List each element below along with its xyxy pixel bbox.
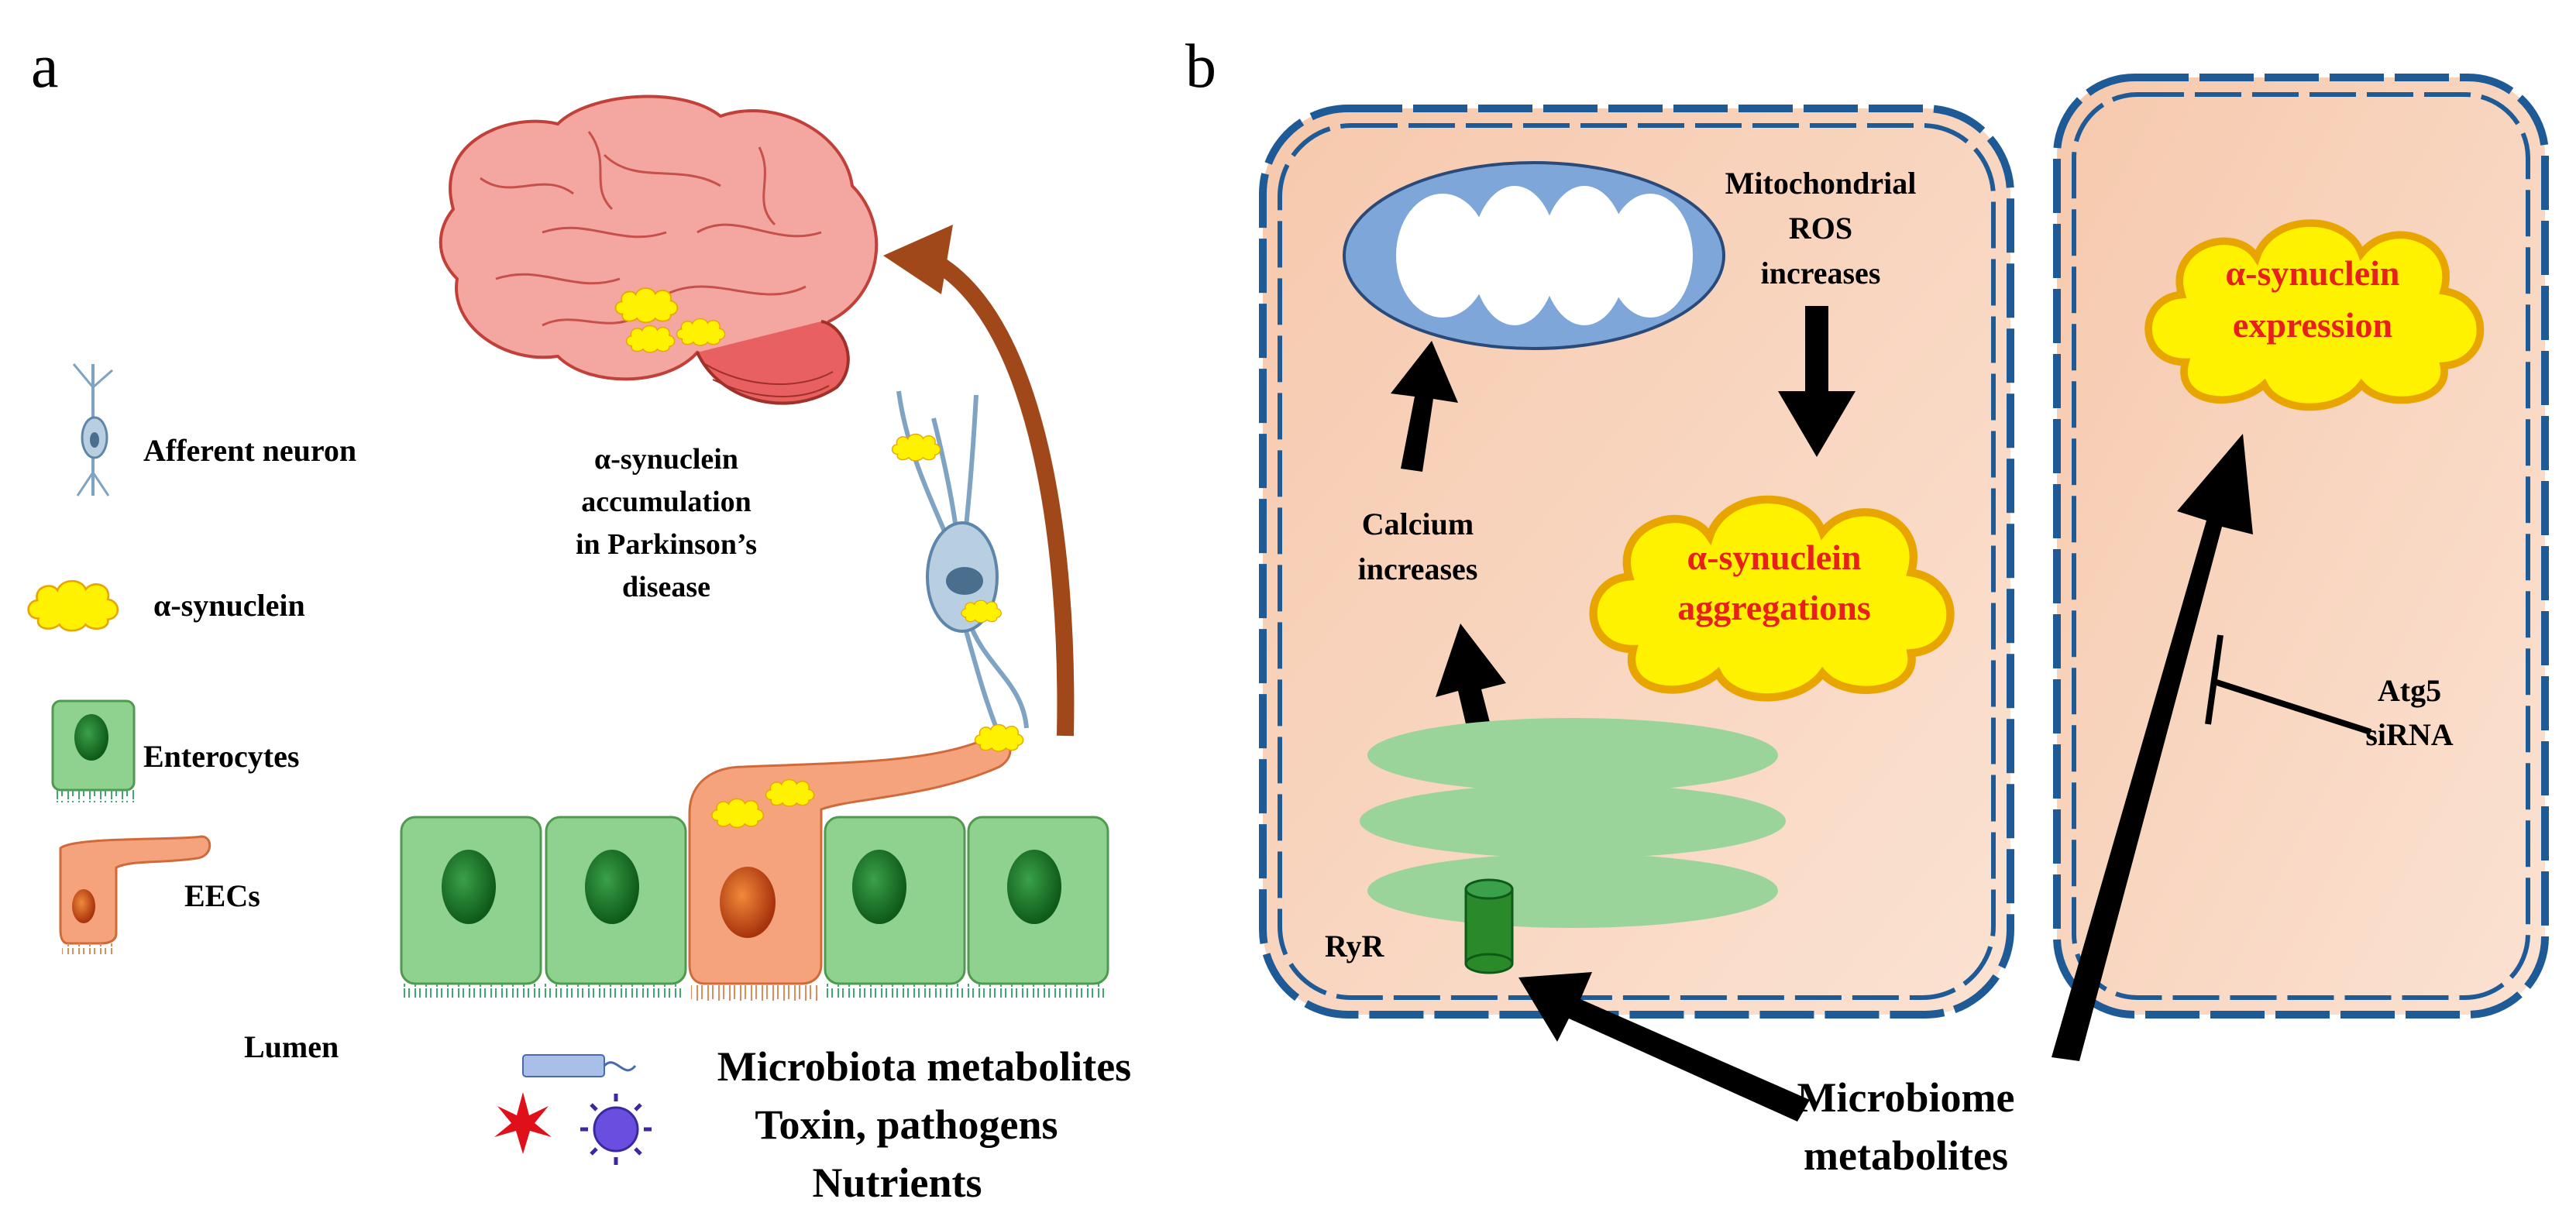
pathogen-icon (580, 1094, 652, 1165)
svg-text:Mitochondrial: Mitochondrial (1725, 166, 1917, 201)
calcium-to-mito-arrow (1391, 341, 1458, 472)
gut-brain-arrow (883, 225, 1075, 737)
svg-text:in Parkinson’s: in Parkinson’s (576, 528, 757, 561)
eec-legend-icon (59, 835, 212, 954)
synuclein-blob (711, 798, 765, 829)
legend-eecs: EECs (184, 878, 260, 913)
brain-caption: α-synuclein accumulation in Parkinson’s … (576, 443, 757, 603)
epithelium (400, 737, 1109, 1001)
ros-arrow (1778, 306, 1855, 457)
microbiome-to-expression-arrow (2052, 434, 2253, 1061)
svg-text:ROS: ROS (1789, 211, 1852, 246)
svg-text:Atg5: Atg5 (2378, 673, 2441, 708)
legend-synuclein: α-synuclein (153, 588, 305, 623)
svg-text:accumulation: accumulation (581, 486, 751, 518)
svg-text:siRNA: siRNA (2365, 717, 2453, 752)
metabolite-icon (522, 1054, 637, 1077)
synuclein-blob (974, 723, 1024, 752)
svg-text:disease: disease (622, 571, 710, 603)
brain-illustration (439, 94, 879, 405)
endoplasmic-reticulum (1360, 718, 1786, 928)
svg-text:increases: increases (1761, 256, 1881, 290)
svg-text:α-synuclein: α-synuclein (2225, 253, 2399, 293)
synuclein-blob (625, 325, 676, 353)
toxin-icon (494, 1092, 552, 1154)
microbiome-text: Microbiome metabolites (1797, 1074, 2015, 1179)
lumen-items: Microbiota metabolites Toxin, pathogens … (717, 1043, 1131, 1206)
svg-text:aggregations: aggregations (1677, 588, 1871, 627)
svg-text:Toxin, pathogens: Toxin, pathogens (755, 1101, 1058, 1148)
enterocyte-legend-icon (51, 699, 136, 802)
aggregation-text: α-synuclein aggregations (1677, 538, 1871, 627)
svg-text:Nutrients: Nutrients (813, 1159, 982, 1206)
svg-text:Calcium: Calcium (1362, 507, 1474, 541)
mito-ros-text: Mitochondrial ROS increases (1725, 166, 1917, 290)
atg5-inhibition (2205, 634, 2372, 735)
mitochondrion (1343, 161, 1725, 350)
svg-text:expression: expression (2233, 305, 2392, 345)
cell-right (2053, 74, 2549, 1019)
microbiome-to-ryr-arrow (1518, 972, 1810, 1122)
neuron-legend-icon (72, 363, 113, 496)
svg-text:α-synuclein: α-synuclein (594, 443, 738, 476)
atg5-text: Atg5 siRNA (2365, 673, 2453, 752)
synuclein-legend-icon (27, 579, 119, 632)
ryr-channel (1464, 878, 1514, 974)
svg-text:α-synuclein: α-synuclein (1687, 538, 1861, 577)
lumen-label: Lumen (244, 1029, 339, 1064)
legend-afferent-neuron: Afferent neuron (143, 433, 356, 468)
synuclein-blob (676, 318, 726, 346)
synuclein-blob (891, 433, 941, 462)
calcium-text: Calcium increases (1358, 507, 1478, 586)
svg-text:metabolites: metabolites (1804, 1132, 2008, 1179)
svg-text:Microbiome: Microbiome (1797, 1074, 2015, 1121)
panel-b-label: b (1185, 33, 1216, 101)
synuclein-blob (765, 778, 815, 807)
panel-a-label: a (31, 33, 59, 101)
expression-text: α-synuclein expression (2225, 253, 2399, 345)
ryr-label: RyR (1325, 929, 1384, 964)
er-to-calcium-arrow (1436, 624, 1506, 744)
svg-text:increases: increases (1358, 551, 1478, 586)
synuclein-blob (614, 287, 679, 324)
legend-enterocytes: Enterocytes (143, 739, 299, 774)
synuclein-blob (961, 599, 1002, 624)
svg-text:Microbiota metabolites: Microbiota metabolites (717, 1043, 1131, 1090)
